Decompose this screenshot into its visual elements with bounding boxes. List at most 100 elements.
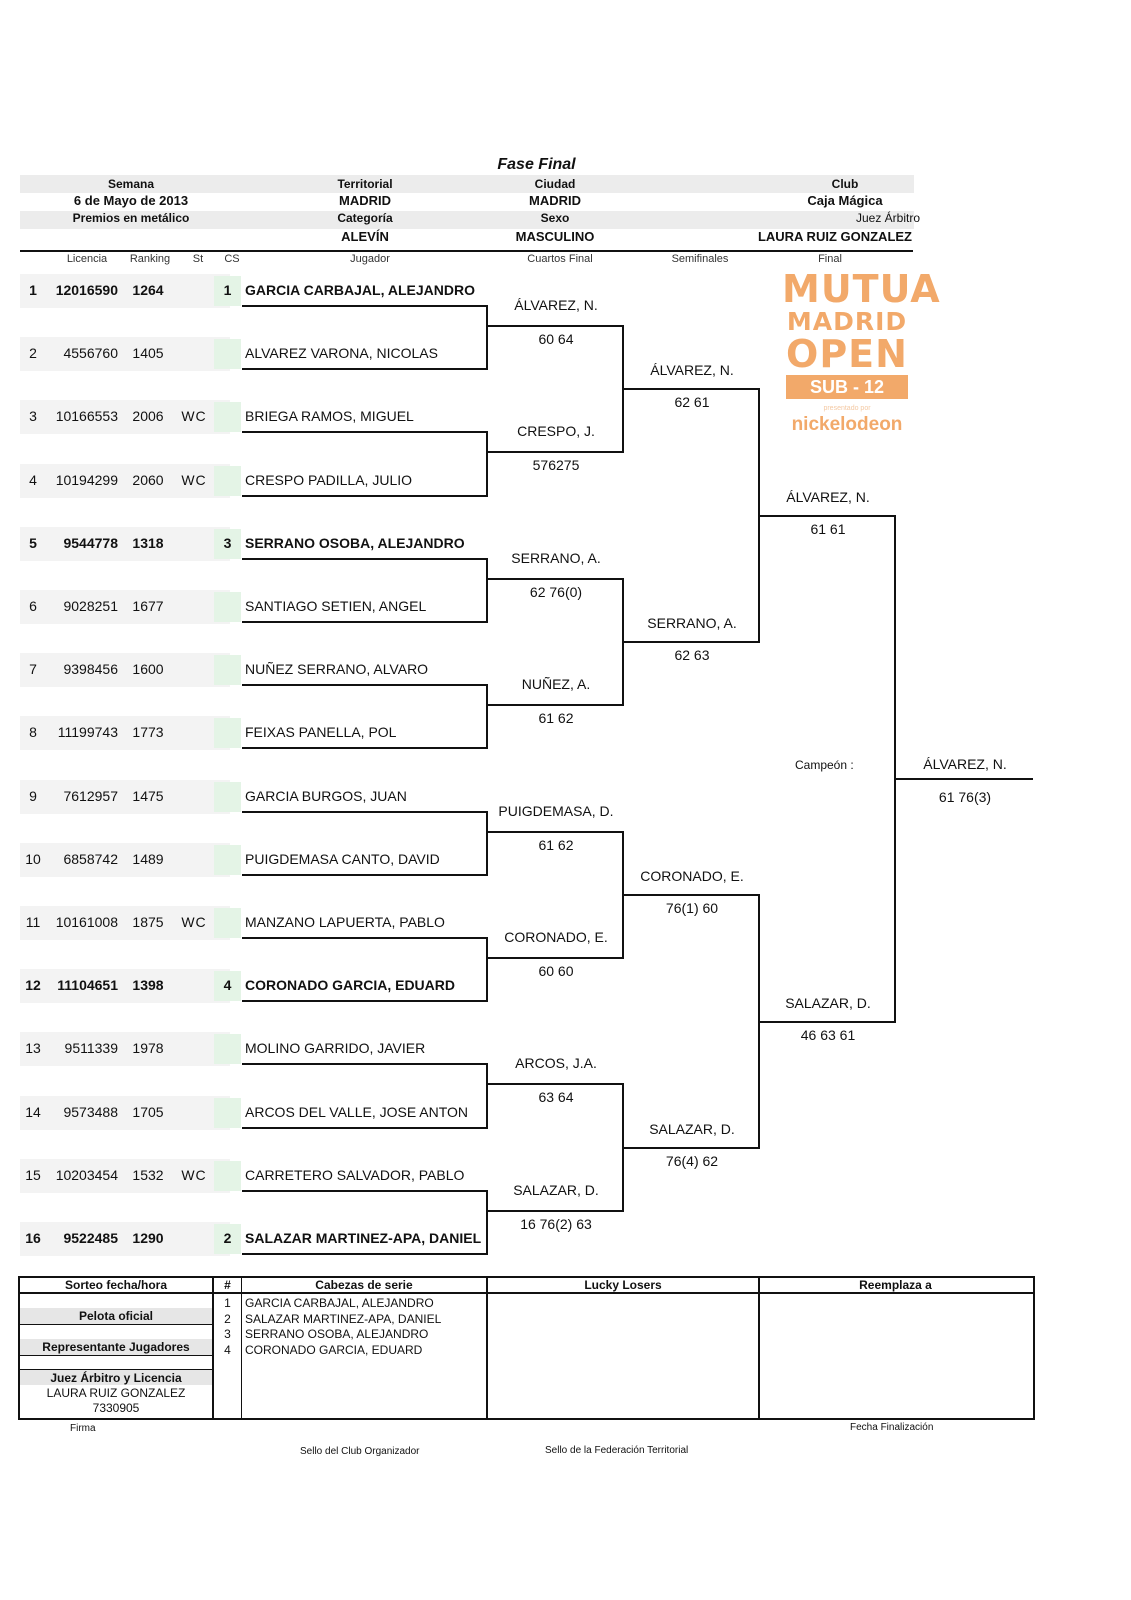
representante-label: Representante Jugadores xyxy=(42,1340,190,1354)
semana-value: 6 de Mayo de 2013 xyxy=(73,193,189,208)
sf-winner: ÁLVAREZ, N. xyxy=(650,362,734,378)
player-license: 9398456 xyxy=(63,661,118,677)
row-band xyxy=(20,1159,230,1193)
player-number: 2 xyxy=(29,345,37,361)
club-label: Club xyxy=(831,177,859,191)
bottom-col-line xyxy=(486,1276,488,1418)
firma-label: Firma xyxy=(70,1423,96,1434)
player-ranking: 1318 xyxy=(132,535,164,551)
qf-line xyxy=(488,325,624,327)
round1-line xyxy=(242,874,487,876)
player-name: CORONADO GARCIA, EDUARD xyxy=(245,977,455,993)
round1-join xyxy=(486,684,488,749)
final-line xyxy=(760,1021,896,1023)
player-number: 4 xyxy=(29,472,37,488)
ciudad-label: Ciudad xyxy=(534,177,576,191)
player-license: 9544778 xyxy=(63,535,118,551)
round1-line xyxy=(242,305,487,307)
representante-band xyxy=(20,1339,212,1355)
juez-lic-label: Juez Árbitro y Licencia xyxy=(50,1371,182,1385)
col-licencia: Licencia xyxy=(66,253,108,265)
qf-score: 60 60 xyxy=(538,963,574,979)
player-seed: 4 xyxy=(223,977,232,993)
seed-name: CORONADO GARCIA, EDUARD xyxy=(245,1342,423,1357)
qf-line xyxy=(488,1083,624,1085)
qf-join xyxy=(622,1083,624,1212)
row-band xyxy=(20,274,230,308)
round1-line xyxy=(242,495,487,497)
seed-name: SERRANO OSOBA, ALEJANDRO xyxy=(245,1327,429,1341)
territorial-value: MADRID xyxy=(339,193,391,208)
pelota-band xyxy=(20,1308,212,1324)
bottom-row-line xyxy=(20,1369,212,1370)
header-divider xyxy=(20,250,913,252)
ciudad-value: MADRID xyxy=(529,193,581,208)
sf-winner: CORONADO, E. xyxy=(640,868,744,884)
player-ranking: 1405 xyxy=(132,345,164,361)
col-cuartos: Cuartos Final xyxy=(527,253,593,265)
sf-score: 76(4) 62 xyxy=(665,1153,719,1169)
row-band xyxy=(20,1032,230,1066)
categoria-value: ALEVÍN xyxy=(341,229,389,244)
player-ranking: 1677 xyxy=(132,598,164,614)
player-number: 10 xyxy=(25,851,41,867)
pelota-label: Pelota oficial xyxy=(78,1309,154,1323)
player-number: 3 xyxy=(29,408,37,424)
page-title: Fase Final xyxy=(497,156,576,173)
seed-number: 2 xyxy=(224,1311,231,1326)
seed-number: 4 xyxy=(224,1342,231,1357)
player-name: CRESPO PADILLA, JULIO xyxy=(245,472,413,488)
col-final: Final xyxy=(818,253,842,265)
champion-label: Campeón : xyxy=(795,758,854,772)
col-cs: CS xyxy=(224,253,240,265)
player-ranking: 1264 xyxy=(132,282,164,298)
player-name: ALVAREZ VARONA, NICOLAS xyxy=(245,345,438,361)
premios-label: Premios en metálico xyxy=(72,211,190,225)
player-number: 7 xyxy=(29,661,37,677)
sexo-value: MASCULINO xyxy=(515,229,595,244)
sf-line xyxy=(624,1147,760,1149)
round1-line xyxy=(242,558,487,560)
sello-club-label: Sello del Club Organizador xyxy=(300,1446,420,1457)
sf-join xyxy=(758,894,760,1149)
qf-line xyxy=(488,957,624,959)
qf-winner: ÁLVAREZ, N. xyxy=(514,297,598,313)
player-number: 9 xyxy=(29,788,37,804)
sf-score: 62 63 xyxy=(674,647,710,663)
round1-line xyxy=(242,431,487,433)
round1-join xyxy=(486,1190,488,1255)
qf-winner: SALAZAR, D. xyxy=(513,1182,599,1198)
player-ranking: 1978 xyxy=(132,1040,164,1056)
player-name: GARCIA BURGOS, JUAN xyxy=(245,788,407,804)
sf-line xyxy=(624,894,760,896)
sf-line xyxy=(624,641,760,643)
cs-box xyxy=(214,592,241,622)
player-number: 5 xyxy=(29,535,37,551)
player-number: 14 xyxy=(25,1104,41,1120)
champion-score: 61 76(3) xyxy=(938,789,992,805)
player-name: SERRANO OSOBA, ALEJANDRO xyxy=(245,535,465,551)
final-winner: ÁLVAREZ, N. xyxy=(786,489,870,505)
round1-join xyxy=(486,1063,488,1129)
player-name: ARCOS DEL VALLE, JOSE ANTON xyxy=(245,1104,469,1120)
bottom-header-line xyxy=(18,1292,1033,1294)
round1-join xyxy=(486,305,488,370)
header-band xyxy=(20,175,914,193)
qf-join xyxy=(622,831,624,959)
cs-box xyxy=(214,466,241,496)
qf-line xyxy=(488,451,624,453)
final-line xyxy=(760,515,896,517)
player-license: 11104651 xyxy=(57,977,118,993)
row-band xyxy=(20,527,230,561)
final-score: 61 61 xyxy=(810,521,846,537)
final-winner: SALAZAR, D. xyxy=(785,995,871,1011)
player-name: SALAZAR MARTINEZ-APA, DANIEL xyxy=(245,1230,482,1246)
cs-box xyxy=(214,276,241,306)
round1-line xyxy=(242,621,487,623)
cs-box xyxy=(214,845,241,875)
player-license: 9573488 xyxy=(63,1104,118,1120)
sorteo-label: Sorteo fecha/hora xyxy=(64,1278,168,1292)
player-license: 9028251 xyxy=(63,598,118,614)
player-ranking: 1475 xyxy=(132,788,164,804)
player-license: 12016590 xyxy=(55,282,118,298)
